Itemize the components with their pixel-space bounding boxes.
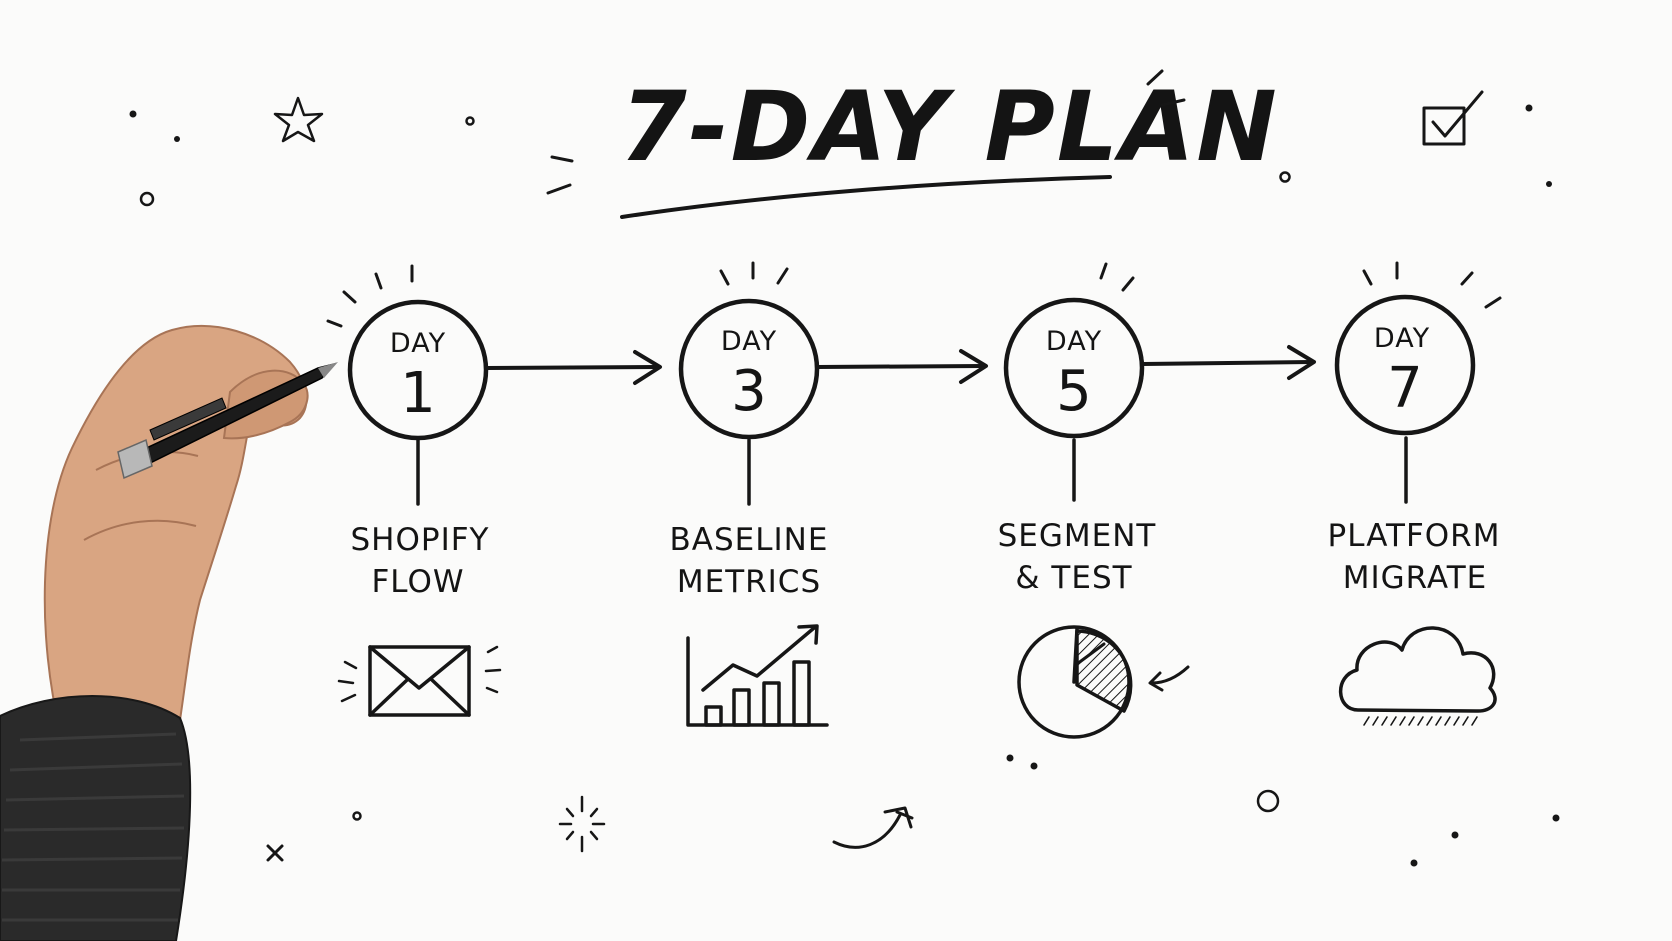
pen <box>117 362 338 480</box>
day-word: DAY <box>1046 326 1102 357</box>
sleeve <box>0 695 192 941</box>
emphasis-rays <box>1362 261 1502 309</box>
bar-chart-icon <box>686 624 829 727</box>
day-number: 1 <box>400 361 436 426</box>
day-number: 5 <box>1056 359 1092 424</box>
step-label-line1: PLATFORM <box>1328 518 1501 554</box>
dot-doodles <box>129 104 1560 867</box>
envelope-sparkles <box>337 645 502 703</box>
arrow-day5-to-day7 <box>1141 345 1316 380</box>
arrow-day1-to-day3 <box>485 350 662 385</box>
sparkle-icon <box>558 795 606 853</box>
day-circle <box>1003 297 1145 439</box>
day-circle <box>1334 294 1476 436</box>
day-word: DAY <box>390 328 446 359</box>
step-day-5: DAY 5 SEGMENT & TEST <box>998 262 1190 739</box>
writing-hand <box>0 325 338 941</box>
title-underline <box>620 175 1112 219</box>
step-label-line2: FLOW <box>371 564 464 600</box>
step-label-line1: BASELINE <box>670 522 829 558</box>
step-day-1: DAY 1 SHOPIFY FLOW <box>326 264 502 717</box>
step-day-7: DAY 7 PLATFORM MIGRATE <box>1328 261 1502 726</box>
title-spark-right <box>1146 69 1186 107</box>
cloud-icon <box>1338 626 1497 713</box>
emphasis-rays <box>326 264 414 328</box>
checkbox-icon <box>1422 90 1484 146</box>
step-label-line1: SHOPIFY <box>351 522 490 558</box>
pie-pointer-arrow <box>1148 665 1190 692</box>
step-label-line2: & TEST <box>1015 560 1132 596</box>
star-icon <box>273 96 324 143</box>
knuckle-line <box>83 519 197 541</box>
diagram-title: 7-DAY PLAN <box>620 71 1279 183</box>
day-number: 3 <box>731 359 767 424</box>
cross-doodle <box>266 844 284 862</box>
day-circle <box>347 299 489 441</box>
emphasis-rays <box>1099 262 1135 292</box>
title-spark-left <box>546 155 574 195</box>
envelope-icon <box>368 645 471 717</box>
emphasis-rays <box>719 261 789 286</box>
day-circle <box>678 298 820 440</box>
day-word: DAY <box>1374 323 1430 354</box>
day-number: 7 <box>1387 356 1423 421</box>
day-word: DAY <box>721 326 777 357</box>
step-label-line2: METRICS <box>677 564 821 600</box>
sleeve-ribbing <box>1 732 185 922</box>
cloud-shadow-hatch <box>1363 716 1478 726</box>
arrow-day3-to-day5 <box>815 349 988 384</box>
step-label-line2: MIGRATE <box>1343 560 1488 596</box>
step-label-line1: SEGMENT <box>998 518 1157 554</box>
pie-chart-icon <box>1017 625 1133 739</box>
circle-doodles <box>139 116 1291 821</box>
step-day-3: DAY 3 BASELINE METRICS <box>670 261 829 727</box>
curved-arrow-doodle <box>832 806 914 849</box>
